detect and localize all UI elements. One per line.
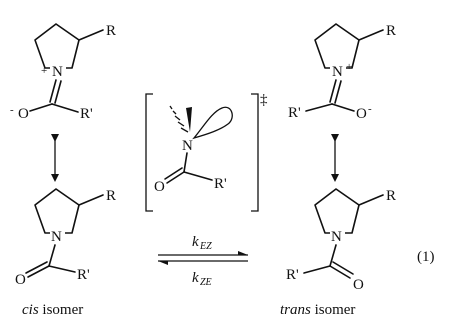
- c-rprime-bond: [303, 265, 331, 274]
- co-double-bond-b: [332, 261, 354, 275]
- cn-double-bond-a: [329, 79, 337, 103]
- trans-amide-structure: R N R' O: [286, 188, 396, 293]
- oxygen-label: O: [18, 106, 29, 122]
- rate-constant-reverse-sub: ZE: [200, 277, 212, 288]
- lone-pair-orbital: [192, 106, 233, 140]
- ring-r-bond: [78, 29, 104, 41]
- oxygen-label: O: [356, 106, 367, 122]
- nc-bond: [183, 152, 188, 173]
- hashed-wedge-bond: [169, 105, 189, 133]
- rate-constant-forward-sub: EZ: [199, 241, 212, 252]
- cis-zwitterion-structure: R N + O - R': [10, 23, 116, 122]
- equilibrium-arrows: k EZ k ZE: [158, 234, 248, 288]
- ring-r-bond: [78, 194, 104, 206]
- c-rprime-bond: [183, 171, 213, 181]
- cn-double-bond-a: [49, 79, 57, 103]
- cis-isomer-caption: cis isomer: [22, 302, 83, 318]
- co-single-bond: [331, 103, 355, 112]
- oxygen-label: O: [15, 272, 26, 288]
- cis-amide-structure: R N O R': [15, 188, 116, 288]
- r-group-label: R: [386, 188, 396, 204]
- negative-charge: -: [368, 103, 372, 115]
- c-rprime-bond: [48, 265, 76, 273]
- c-rprime-bond: [51, 103, 79, 113]
- oxygen-label: O: [154, 179, 165, 195]
- negative-charge: -: [10, 104, 14, 116]
- rate-constant-reverse: k: [192, 270, 199, 286]
- rate-constant-forward: k: [192, 234, 199, 250]
- nc-bond: [48, 244, 56, 267]
- cn-double-bond-b: [334, 80, 342, 104]
- r-group-label: R: [106, 23, 116, 39]
- positive-charge: +: [346, 61, 352, 73]
- transition-state: ‡ N O R': [145, 92, 268, 212]
- positive-charge: +: [41, 65, 47, 77]
- co-single-bond: [29, 103, 53, 112]
- ring-r-bond: [358, 194, 384, 206]
- r-group-label: R: [386, 23, 396, 39]
- dagger-symbol: ‡: [260, 92, 268, 108]
- pyrrolidine-ring: [34, 23, 80, 69]
- r-prime-label: R': [288, 105, 301, 121]
- nitrogen-label: N: [52, 64, 63, 80]
- co-double-bond-a: [329, 265, 351, 279]
- c-rprime-bond: [305, 103, 333, 112]
- r-group-label: R: [106, 188, 116, 204]
- isomer-word: isomer: [39, 302, 84, 318]
- co-double-bond-a: [166, 171, 185, 184]
- left-bracket: [145, 93, 153, 212]
- nc-bond: [329, 244, 337, 267]
- cn-double-bond-b: [54, 80, 62, 104]
- trans-zwitterion-structure: R N + R' O -: [288, 23, 396, 122]
- r-prime-label: R': [77, 267, 90, 283]
- right-bracket: [251, 93, 259, 212]
- trans-word: trans: [280, 302, 311, 318]
- co-double-bond-a: [27, 265, 50, 278]
- equation-number: (1): [417, 249, 435, 265]
- cis-word: cis: [22, 302, 39, 318]
- nitrogen-label: N: [51, 229, 62, 245]
- ring-r-bond: [358, 29, 384, 41]
- pyrrolidine-ring: [34, 188, 80, 234]
- isomer-word: isomer: [311, 302, 356, 318]
- trans-isomer-caption: trans isomer: [280, 302, 355, 318]
- nitrogen-label: N: [331, 229, 342, 245]
- pyrrolidine-ring: [314, 23, 360, 69]
- pyrrolidine-ring: [314, 188, 360, 234]
- r-prime-label: R': [80, 106, 93, 122]
- r-prime-label: R': [286, 267, 299, 283]
- bold-wedge-bond: [186, 107, 192, 132]
- oxygen-label: O: [353, 277, 364, 293]
- co-double-bond-b: [25, 261, 48, 274]
- nitrogen-label: N: [182, 138, 193, 154]
- nitrogen-label: N: [332, 64, 343, 80]
- r-prime-label: R': [214, 176, 227, 192]
- co-double-bond-b: [164, 167, 183, 180]
